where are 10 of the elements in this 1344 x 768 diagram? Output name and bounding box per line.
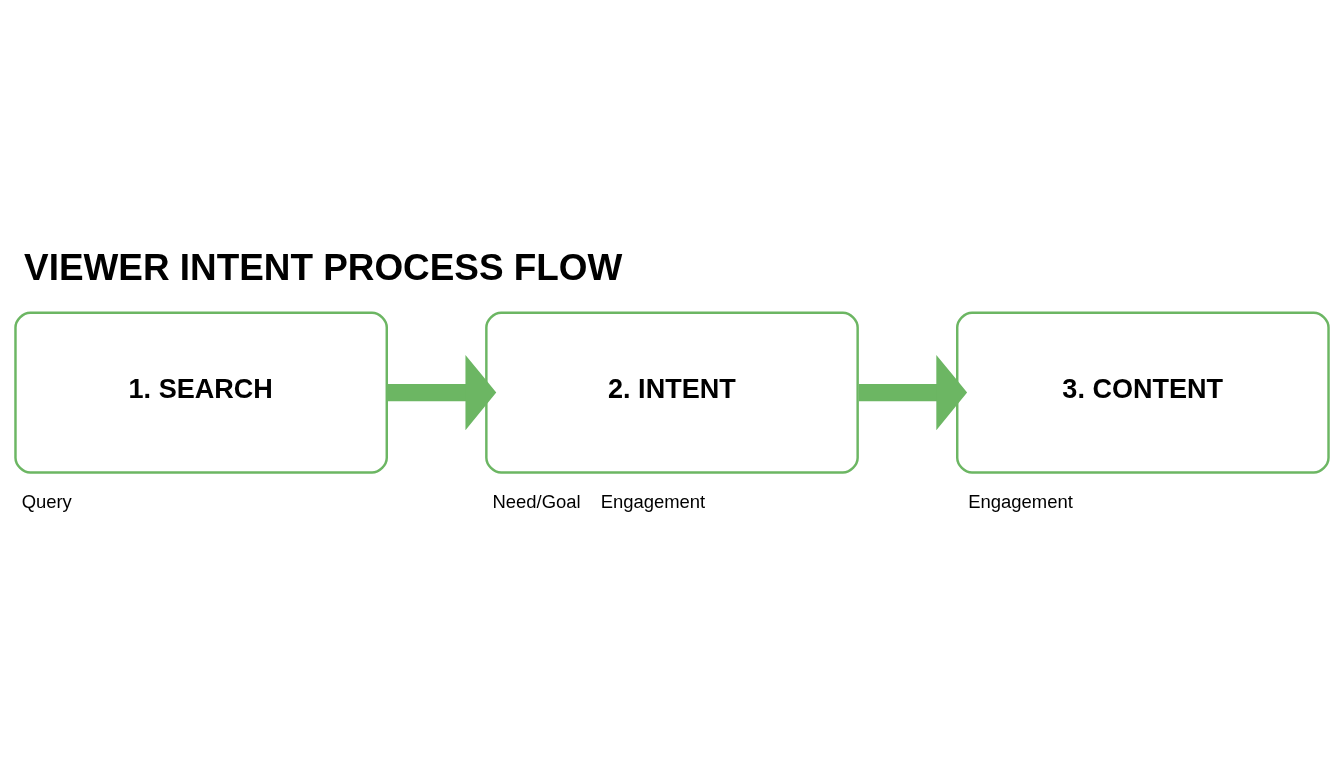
node-box: 1. SEARCH xyxy=(14,311,388,474)
node-box: 3. CONTENT xyxy=(956,311,1330,474)
node-label: Engagement xyxy=(968,491,1073,513)
diagram-title: VIEWER INTENT PROCESS FLOW xyxy=(24,247,623,289)
node-label: Engagement xyxy=(600,491,706,513)
arrow xyxy=(388,354,497,431)
node-label: Need/Goal xyxy=(492,491,581,513)
node-box: 2. INTENT xyxy=(485,311,859,474)
arrow xyxy=(858,354,968,431)
node-label: Query xyxy=(21,491,72,513)
